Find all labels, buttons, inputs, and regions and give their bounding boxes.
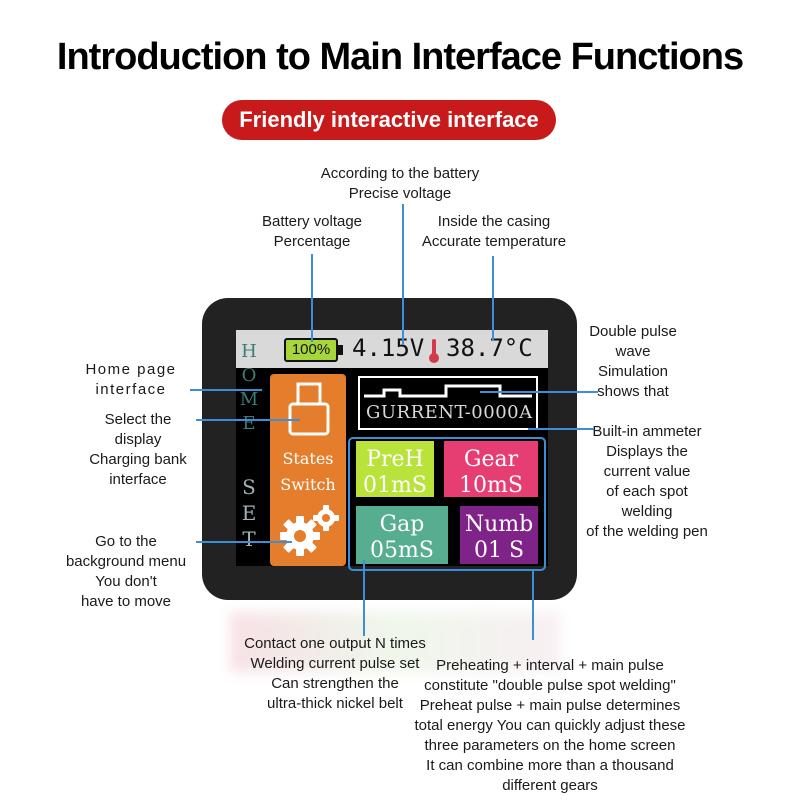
callout-contact-output: Contact one output N times Welding curre… [244,635,426,712]
states-switch-label[interactable]: States Switch [280,449,336,494]
callout-select-display: Select the display Charging bank interfa… [89,411,187,488]
sidebar-home[interactable]: H O M E [239,341,259,434]
battery-terminal [338,345,343,355]
device-reflection [230,612,560,672]
gap-tile[interactable]: Gap 05mS [356,506,448,564]
callout-double-pulse: Double pulse wave Simulation shows that [589,323,677,400]
current-readout: GURRENT-0000A [366,402,533,423]
page-title: Introduction to Main Interface Functions [56,36,744,78]
preh-tile[interactable]: PreH 01mS [356,441,434,498]
callout-home-page: Home page interface [85,361,177,398]
thermometer-icon [429,339,439,363]
callout-casing-temp: Inside the casing Accurate temperature [421,213,567,250]
callout-battery-precise: According to the battery Precise voltage [320,165,480,202]
temperature-readout: 38.7°C [446,334,533,362]
callout-ammeter: Built-in ammeter Displays the current va… [586,423,708,540]
sidebar-set[interactable]: S E T [241,475,257,551]
gears-icon[interactable] [276,502,344,558]
numb-tile[interactable]: Numb 01 S [460,506,538,564]
params-highlight [348,437,546,571]
callout-battery-percentage: Battery voltage Percentage [261,213,363,250]
subtitle-badge: Friendly interactive interface [222,100,556,140]
callout-background-menu: Go to the background menu You don't have… [65,533,187,610]
callout-preheating: Preheating + interval + main pulse const… [414,657,686,794]
waveform-display [358,376,538,430]
voltage-readout: 4.15V [352,334,425,362]
gear-tile[interactable]: Gear 10mS [444,441,538,498]
